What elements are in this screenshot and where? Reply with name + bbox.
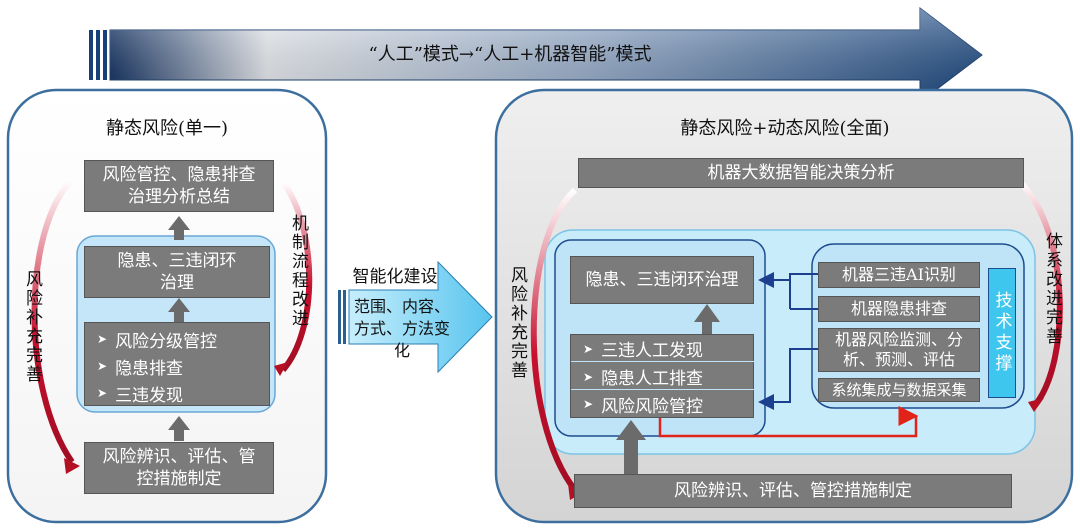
connector-lines (758, 272, 818, 410)
left-red-curve-right (280, 180, 313, 372)
chevron-right-icon: ➤ (583, 369, 594, 384)
left-up-arrow-2 (168, 298, 190, 322)
chevron-right-icon: ➤ (583, 397, 594, 411)
right-up-arrow-2 (616, 420, 646, 474)
right-closed-loop-box: 隐患、三违闭环治理 (570, 256, 754, 304)
left-inner-box: 隐患、三违闭环治理 (84, 246, 270, 298)
machine-item-hazard-check: 机器隐患排查 (818, 296, 980, 322)
middle-arrow (338, 260, 493, 374)
right-red-curve-right (1017, 179, 1063, 406)
left-up-arrow-3 (168, 416, 190, 441)
left-list-item: ➤风险分级管控 (97, 331, 218, 352)
left-list-box: ➤风险分级管控 ➤隐患排查 ➤三违发现 (84, 322, 270, 406)
left-vertical-label-risk: 风险补充完善 (22, 270, 42, 384)
chevron-right-icon: ➤ (97, 332, 108, 346)
chevron-right-icon: ➤ (97, 386, 108, 400)
left-red-curve-down (31, 177, 75, 464)
left-top-box: 风险管控、隐患排查治理分析总结 (84, 160, 274, 212)
right-red-curve-left (530, 187, 578, 492)
left-up-arrow-1 (168, 216, 190, 240)
middle-arrow-body: 范围、内容、方式、方法变化 (353, 297, 450, 360)
right-panel-title: 静态风险+动态风险(全面) (680, 118, 890, 139)
top-banner-arrow (89, 6, 983, 104)
left-panel-title: 静态风险(单一) (105, 118, 229, 139)
chevron-right-icon: ➤ (97, 359, 108, 373)
machine-item-system-integration: 系统集成与数据采集 (818, 378, 980, 402)
right-list-box: ➤三违人工发现 ➤隐患人工排查 ➤风险风险管控 (570, 334, 755, 418)
left-bottom-box: 风险辨识、评估、管控措施制定 (84, 442, 274, 494)
right-bottom-box: 风险辨识、评估、管控措施制定 (574, 474, 1012, 508)
machine-item-risk-monitor: 机器风险监测、分析、预测、评估 (818, 328, 980, 372)
tech-support-box: 技术支撑 (988, 268, 1016, 398)
right-vertical-label-risk: 风险补充完善 (507, 266, 527, 380)
right-vertical-label-system: 体系改进完善 (1042, 232, 1062, 346)
banner-text: “人工”模式→“人工+机器智能”模式 (368, 44, 652, 65)
red-feedback-line (658, 406, 919, 438)
right-top-box: 机器大数据智能决策分析 (578, 158, 1024, 188)
right-up-arrow-1 (694, 304, 720, 334)
machine-item-ai-recognition: 机器三违AI识别 (818, 262, 980, 288)
left-vertical-label-mechanism: 机制流程改进 (288, 214, 308, 328)
right-list-item: ➤风险风险管控 (583, 396, 704, 417)
chevron-right-icon: ➤ (583, 341, 594, 356)
right-list-item: ➤隐患人工排查 (571, 364, 755, 390)
left-list-item: ➤隐患排查 (97, 358, 184, 379)
middle-arrow-label: 智能化建设 (352, 267, 438, 287)
right-list-item: ➤三违人工发现 (571, 336, 755, 362)
left-list-item: ➤三违发现 (97, 385, 184, 406)
